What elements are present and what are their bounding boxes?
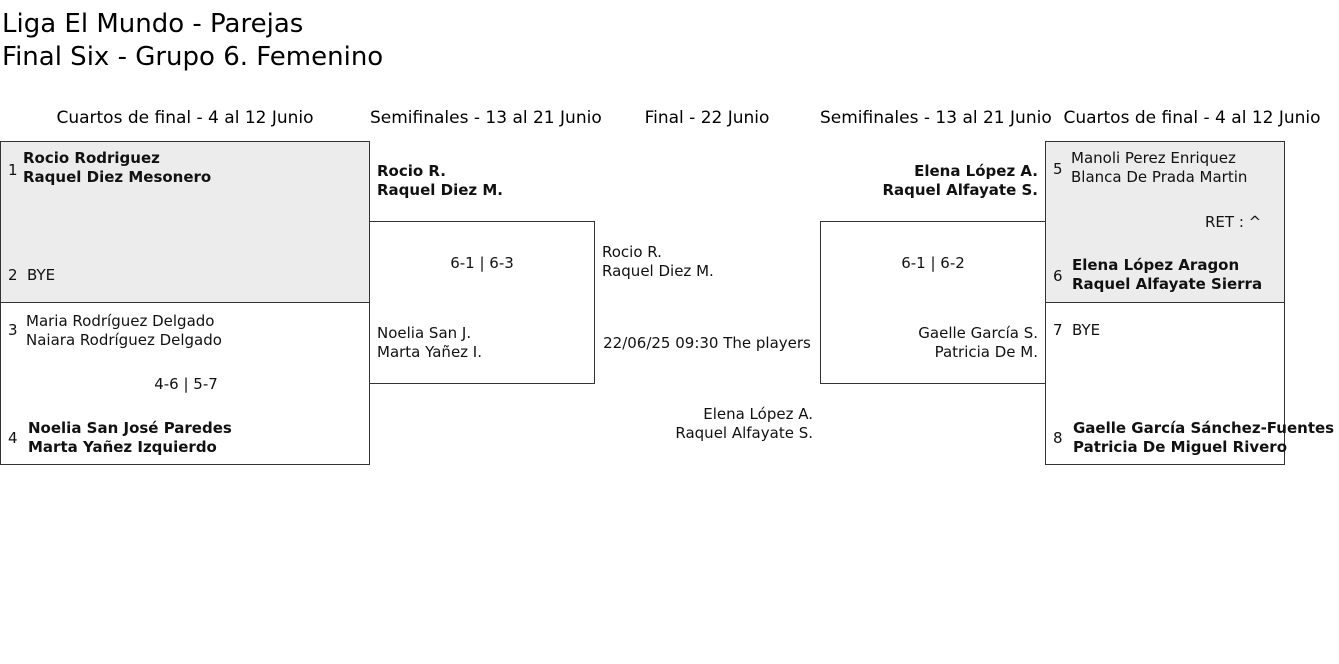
seed-number: 4 <box>8 429 18 447</box>
match-info: 22/06/25 09:30 The players <box>603 334 811 352</box>
player-name: Elena López A. <box>914 162 1038 180</box>
match-score: RET : ^ <box>1205 213 1262 231</box>
player-name: Patricia De M. <box>934 343 1038 361</box>
player-name: Marta Yañez I. <box>377 343 482 361</box>
player-name: Maria Rodríguez Delgado <box>26 312 215 330</box>
round-header-qf-left: Cuartos de final - 4 al 12 Junio <box>56 108 314 128</box>
round-header-qf-right: Cuartos de final - 4 al 12 Junio <box>1063 108 1321 128</box>
match-score: 4-6 | 5-7 <box>154 375 218 393</box>
qf-match-7: 7 BYE 8 Gaelle García Sánchez-Fuentes Pa… <box>1045 302 1334 465</box>
player-name: Elena López A. <box>703 405 813 423</box>
player-name: Raquel Alfayate S. <box>675 424 813 442</box>
player-name: Raquel Diez M. <box>602 262 714 280</box>
player-name: Raquel Alfayate Sierra <box>1072 275 1263 293</box>
qf-match-1: 1 Rocio Rodriguez Raquel Diez Mesonero 2… <box>0 141 370 303</box>
player-name: Rocio R. <box>602 243 662 261</box>
player-name: Elena López Aragon <box>1072 256 1240 274</box>
seed-number: 8 <box>1053 429 1063 447</box>
player-name: Raquel Diez M. <box>377 181 503 199</box>
qf-match-2: 3 Maria Rodríguez Delgado Naiara Rodrígu… <box>0 302 370 465</box>
player-name: Manoli Perez Enriquez <box>1071 149 1236 167</box>
player-name: Noelia San José Paredes <box>28 419 232 437</box>
player-name: Raquel Diez Mesonero <box>23 168 212 186</box>
round-header-final: Final - 22 Junio <box>644 108 770 128</box>
player-name: BYE <box>27 266 56 284</box>
page-subtitle: Final Six - Grupo 6. Femenino <box>2 42 384 72</box>
player-name: Rocio Rodriguez <box>23 149 160 167</box>
page-title: Liga El Mundo - Parejas <box>2 9 304 39</box>
player-name: Naiara Rodríguez Delgado <box>26 331 222 349</box>
sf-match-right: 6-1 | 6-2 Gaelle García S. Patricia De M… <box>820 221 1046 384</box>
player-name: Marta Yañez Izquierdo <box>28 438 217 456</box>
sf-match-left: 6-1 | 6-3 Noelia San J. Marta Yañez I. <box>369 221 595 384</box>
round-header-sf-right: Semifinales - 13 al 21 Junio <box>820 108 1052 128</box>
player-name: Patricia De Miguel Rivero <box>1073 438 1288 456</box>
player-name: Blanca De Prada Martin <box>1071 168 1248 186</box>
seed-number: 7 <box>1053 321 1063 339</box>
seed-number: 1 <box>8 161 18 179</box>
player-name: Noelia San J. <box>377 324 472 342</box>
player-name: BYE <box>1072 321 1101 339</box>
seed-number: 3 <box>8 321 18 339</box>
qf-match-5: 5 Manoli Perez Enriquez Blanca De Prada … <box>1045 141 1285 303</box>
player-name: Gaelle García Sánchez-Fuentes <box>1073 419 1335 437</box>
seed-number: 2 <box>8 266 18 284</box>
round-header-sf-left: Semifinales - 13 al 21 Junio <box>370 108 602 128</box>
player-name: Rocio R. <box>377 162 446 180</box>
player-name: Gaelle García S. <box>918 324 1038 342</box>
match-score: 6-1 | 6-3 <box>450 254 514 272</box>
seed-number: 5 <box>1053 160 1063 178</box>
match-score: 6-1 | 6-2 <box>901 254 965 272</box>
seed-number: 6 <box>1053 267 1063 285</box>
player-name: Raquel Alfayate S. <box>882 181 1038 199</box>
